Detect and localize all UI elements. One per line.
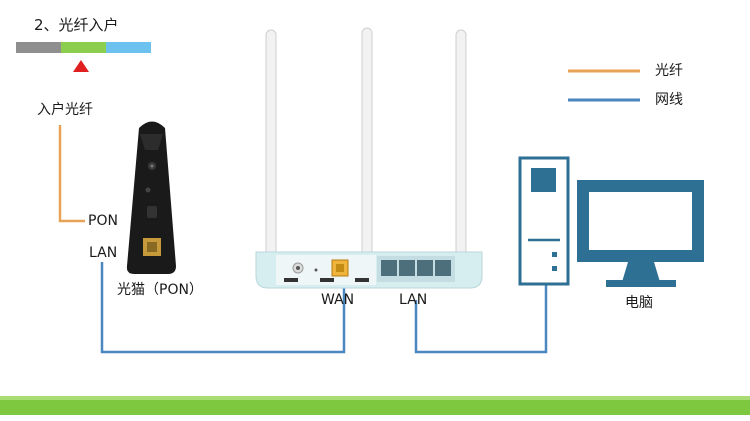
pon-port-label: PON xyxy=(88,213,118,229)
optical-modem-icon xyxy=(126,121,176,274)
router-lan-port-label: LAN xyxy=(399,292,428,308)
computer-label: 电脑 xyxy=(625,295,653,311)
pc-tower-icon xyxy=(518,156,570,286)
network-cable-router-pc xyxy=(414,284,548,354)
progress-segment-3 xyxy=(106,42,151,53)
network-cable-modem-router xyxy=(100,262,346,354)
step-progress-bar xyxy=(16,42,151,72)
legend-network-label: 网线 xyxy=(655,92,683,108)
incoming-fiber-label: 入户光纤 xyxy=(37,102,93,118)
progress-segment-2 xyxy=(61,42,106,53)
legend-fiber-label: 光纤 xyxy=(655,63,683,79)
fiber-cable xyxy=(58,125,85,223)
router-antennas xyxy=(265,27,467,261)
router-icon xyxy=(255,251,483,289)
router-wan-port-label: WAN xyxy=(321,292,355,308)
monitor-icon xyxy=(577,180,704,287)
ground-strip xyxy=(0,399,750,415)
current-step-marker-icon xyxy=(73,60,89,72)
modem-lan-port-label: LAN xyxy=(89,245,118,261)
optical-modem-label: 光猫（PON） xyxy=(117,282,203,298)
step-title: 2、光纤入户 xyxy=(34,16,119,34)
progress-segment-1 xyxy=(16,42,61,53)
ground-strip-highlight xyxy=(0,396,750,400)
